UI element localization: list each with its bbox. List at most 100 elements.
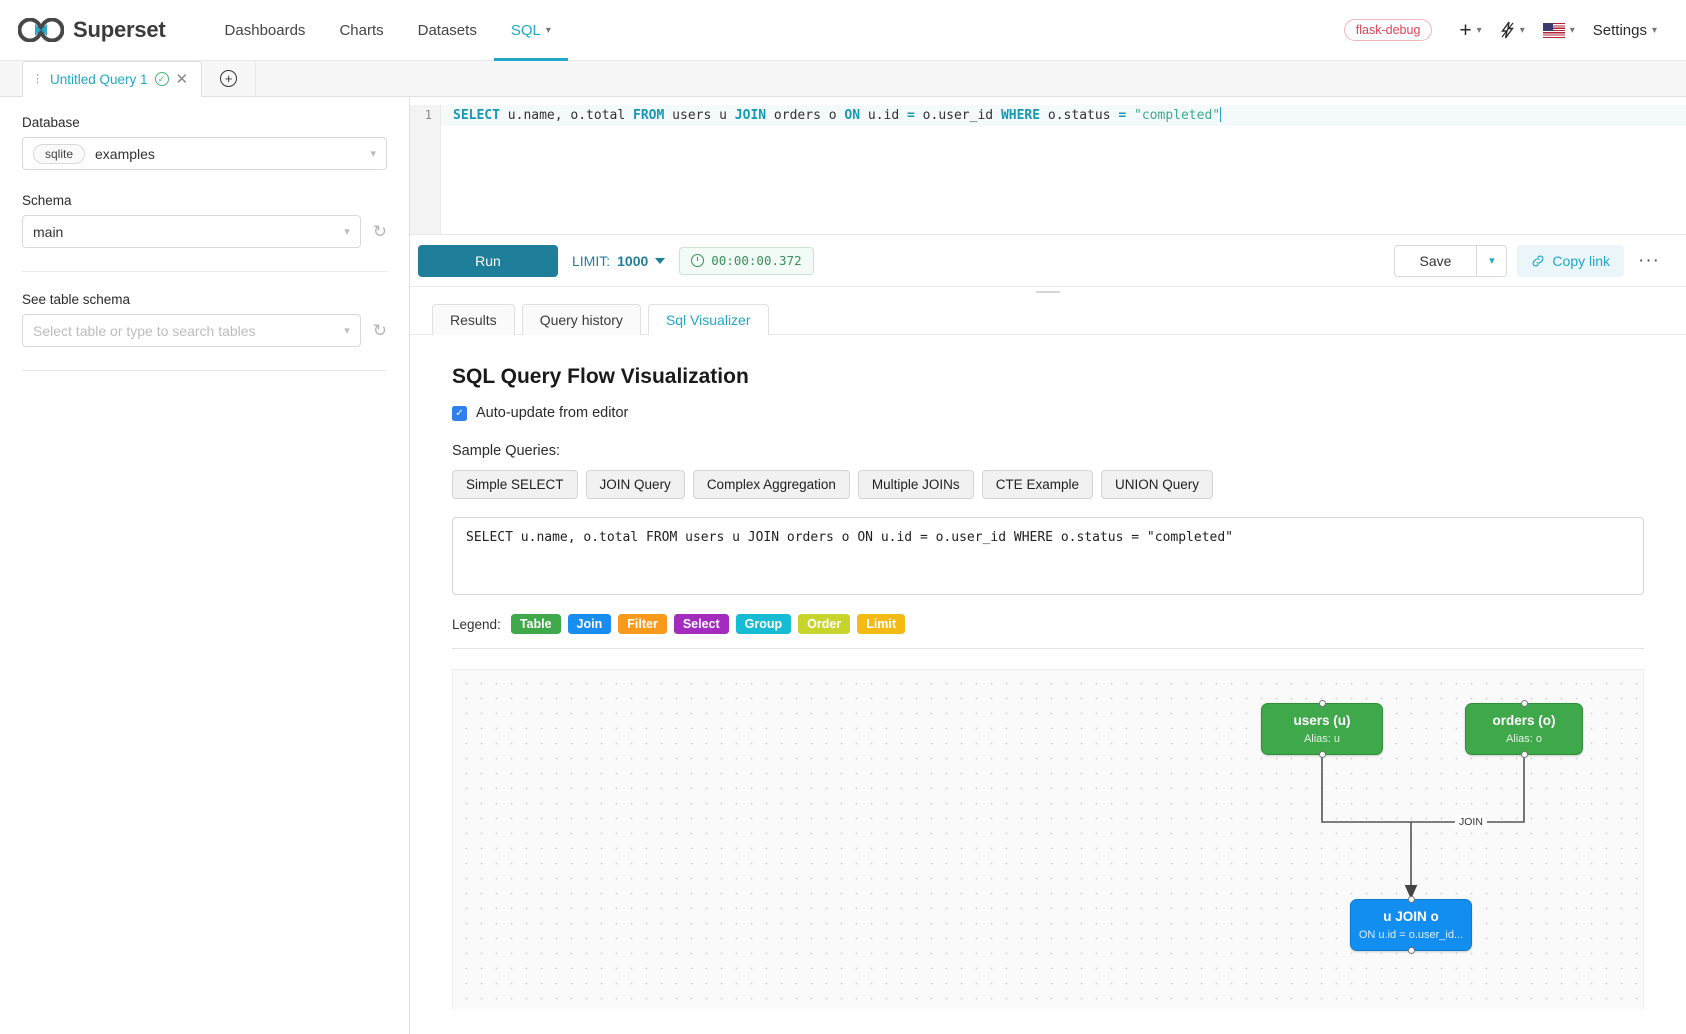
code-token-12: = (1118, 108, 1127, 123)
language-selector[interactable]: ▾ (1536, 19, 1582, 42)
tab-sql-visualizer[interactable]: Sql Visualizer (647, 304, 769, 335)
page-title: SQL Query Flow Visualization (452, 365, 749, 388)
sql-editor[interactable]: 1 SELECT u.name, o.total FROM users u JO… (410, 97, 1686, 234)
nav-label: Dashboards (224, 21, 306, 39)
node-port-bottom[interactable] (1407, 947, 1415, 954)
elapsed-time: 00:00:00.372 (711, 253, 802, 268)
chevron-down-icon: ▾ (344, 226, 350, 238)
caret-down-icon (655, 257, 666, 264)
nav-link-charts[interactable]: Charts (322, 0, 400, 61)
toolbar-right: Save ▾ Copy link ··· (1393, 244, 1665, 277)
flow-node-orders[interactable]: orders (o)Alias: o (1465, 700, 1583, 758)
table-field: See table schema Select table or type to… (22, 292, 387, 347)
legend-label: Legend: (452, 616, 501, 632)
code-token-10: WHERE (1000, 108, 1041, 123)
refresh-tables-icon[interactable]: ↻ (372, 320, 387, 340)
node-port-bottom[interactable] (1318, 751, 1326, 758)
code-token-2: FROM (633, 108, 665, 123)
brand-title: Superset (73, 17, 166, 42)
new-item-button[interactable]: + ▾ (1452, 16, 1488, 45)
see-table-schema-label: See table schema (22, 292, 131, 307)
flask-debug-badge: flask-debug (1343, 19, 1433, 41)
pane-resize-handle[interactable] (410, 287, 1686, 297)
settings-menu[interactable]: Settings ▾ (1586, 18, 1664, 43)
sql-input-textarea[interactable] (452, 517, 1644, 595)
sample-query-button-1[interactable]: JOIN Query (585, 470, 685, 499)
query-tabbar: ⋮ Untitled Query 1 ✓ ✕ + (0, 61, 1686, 97)
tab-results[interactable]: Results (432, 304, 515, 335)
code-token-13 (1126, 108, 1134, 123)
auto-update-row[interactable]: ✓ Auto-update from editor (452, 405, 1644, 421)
schema-select[interactable]: main ▾ (22, 215, 361, 248)
edge-label-join: JOIN (1455, 815, 1487, 829)
table-placeholder: Select table or type to search tables (33, 322, 256, 339)
brand-logo-group[interactable]: Superset (18, 17, 166, 43)
save-button[interactable]: Save (1393, 244, 1478, 277)
sample-query-button-5[interactable]: UNION Query (1100, 470, 1213, 499)
database-label: Database (22, 115, 80, 130)
legend-chip-filter: Filter (618, 614, 667, 634)
drag-handle-icon[interactable]: ⋮ (32, 72, 43, 85)
nav-link-dashboards[interactable]: Dashboards (208, 0, 323, 61)
close-icon[interactable]: ✕ (175, 71, 189, 88)
nav-link-sql[interactable]: SQL ▾ (494, 0, 568, 61)
node-title: u JOIN o (1383, 909, 1439, 924)
superset-logo-icon (18, 18, 64, 42)
main-split: Database sqlite examples ▾ Schema main ▾… (0, 97, 1686, 1034)
tab-query-history[interactable]: Query history (521, 304, 641, 335)
settings-label: Settings (1592, 21, 1647, 39)
sample-query-button-4[interactable]: CTE Example (981, 470, 1093, 499)
left-schema-panel: Database sqlite examples ▾ Schema main ▾… (0, 97, 410, 1034)
node-title: users (u) (1293, 713, 1351, 728)
bolt-menu-button[interactable]: ▾ (1493, 17, 1532, 43)
sample-queries-label: Sample Queries: (452, 443, 560, 459)
table-select[interactable]: Select table or type to search tables ▾ (22, 314, 361, 347)
code-token-14: "completed" (1134, 108, 1221, 123)
copy-link-button[interactable]: Copy link (1517, 244, 1625, 277)
refresh-schema-icon[interactable]: ↻ (372, 221, 387, 241)
editor-toolbar: Run LIMIT: 1000 00:00:00.372 Save ▾ (410, 235, 1686, 287)
us-flag-icon (1542, 22, 1565, 38)
sample-query-button-2[interactable]: Complex Aggregation (692, 470, 850, 499)
plus-circle-icon: + (220, 70, 238, 87)
run-button[interactable]: Run (418, 244, 558, 277)
nav-links: Dashboards Charts Datasets SQL ▾ (208, 0, 568, 60)
node-port-top[interactable] (1520, 700, 1528, 707)
query-flow-canvas[interactable]: JOIN users (u)Alias: u orders (o)Alias: o… (452, 669, 1644, 1009)
code-token-6: ON (844, 108, 861, 123)
auto-update-label: Auto-update from editor (476, 405, 629, 421)
auto-update-checkbox[interactable]: ✓ (452, 405, 467, 421)
node-port-top[interactable] (1407, 896, 1415, 903)
node-port-bottom[interactable] (1520, 751, 1528, 758)
nav-link-datasets[interactable]: Datasets (401, 0, 494, 61)
code-token-0: SELECT (453, 108, 500, 123)
sample-query-button-0[interactable]: Simple SELECT (452, 470, 578, 499)
node-port-top[interactable] (1318, 700, 1326, 707)
save-dropdown-toggle[interactable]: ▾ (1477, 244, 1508, 277)
chevron-down-icon: ▾ (545, 24, 551, 36)
chevron-down-icon: ▾ (1651, 24, 1657, 36)
flow-node-users[interactable]: users (u)Alias: u (1261, 700, 1383, 758)
save-group: Save ▾ (1393, 244, 1508, 277)
sample-query-button-3[interactable]: Multiple JOINs (857, 470, 974, 499)
nav-label: SQL (510, 21, 541, 39)
query-tab-untitled-query-1[interactable]: ⋮ Untitled Query 1 ✓ ✕ (22, 61, 203, 97)
more-options-icon[interactable]: ··· (1638, 249, 1660, 271)
schema-value: main (33, 223, 64, 240)
limit-value: 1000 (617, 252, 649, 269)
bolt-icon (1500, 21, 1514, 39)
query-timer: 00:00:00.372 (679, 246, 814, 275)
copy-link-label: Copy link (1552, 252, 1611, 269)
add-query-tab-button[interactable]: + (202, 61, 257, 96)
limit-dropdown[interactable]: LIMIT: 1000 (572, 252, 666, 269)
line-number: 1 (424, 108, 432, 122)
text-caret (1220, 107, 1222, 122)
link-icon (1532, 255, 1544, 266)
nav-label: Datasets (417, 21, 477, 39)
editor-code-line[interactable]: SELECT u.name, o.total FROM users u JOIN… (441, 105, 1686, 234)
database-select[interactable]: sqlite examples ▾ (22, 137, 387, 170)
panel-divider-2 (22, 370, 387, 371)
chevron-down-icon: ▾ (1476, 24, 1482, 36)
